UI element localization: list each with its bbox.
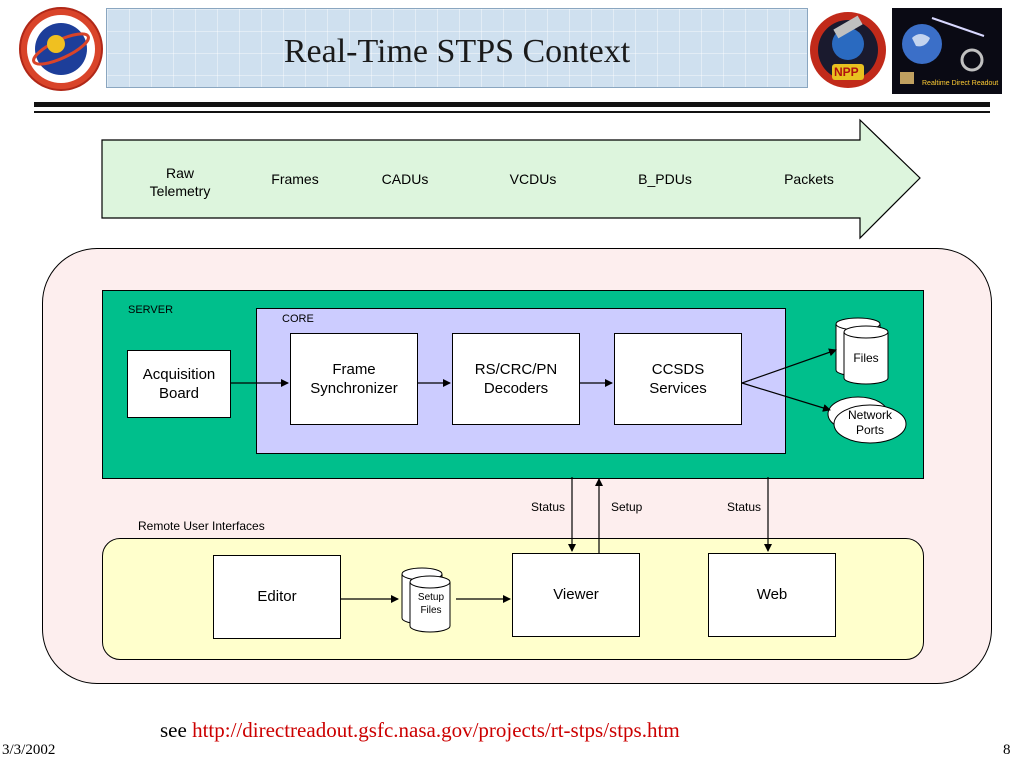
stage-cadus: CADUs [381, 171, 429, 187]
stage-b-pdus: B_PDUs [638, 171, 692, 187]
header-rule-thin [34, 111, 990, 113]
reference-note: see http://directreadout.gsfc.nasa.gov/p… [160, 718, 680, 743]
editor-box: Editor [213, 555, 341, 639]
stage-packets: Packets [784, 171, 834, 187]
status-left-label: Status [531, 500, 566, 514]
reference-prefix: see [160, 718, 187, 742]
remote-ui-label: Remote User Interfaces [138, 519, 265, 533]
setup-label: Setup [611, 500, 643, 514]
files-label: Files [853, 351, 879, 365]
server-label: SERVER [128, 304, 174, 316]
nasa-logo [14, 6, 108, 92]
acquisition-board-box: Acquisition Board [127, 350, 231, 418]
slide-number: 8 [1003, 742, 1011, 758]
stage-vcdus: VCDUs [509, 171, 557, 187]
frame-synchronizer-box: Frame Synchronizer [290, 333, 418, 425]
frame-synchronizer-label: Frame Synchronizer [310, 360, 398, 398]
ccsds-services-box: CCSDS Services [614, 333, 742, 425]
npp-logo: NPP [808, 4, 888, 96]
web-box: Web [708, 553, 836, 637]
header-rule-thick [34, 102, 990, 107]
network-ports-icon [827, 396, 907, 444]
files-database-icon [835, 317, 889, 385]
data-pipeline-arrow [101, 118, 921, 240]
setup-files-database-icon [401, 567, 451, 633]
reference-link[interactable]: http://directreadout.gsfc.nasa.gov/proje… [192, 718, 680, 742]
npp-logo-text: NPP [834, 65, 859, 79]
network-ports-label: Network Ports [847, 408, 892, 437]
decoders-label: RS/CRC/PN Decoders [474, 360, 558, 398]
viewer-label: Viewer [553, 586, 599, 603]
acquisition-board-label: Acquisition Board [142, 365, 216, 403]
decoders-box: RS/CRC/PN Decoders [452, 333, 580, 425]
title-banner: Real-Time STPS Context [106, 8, 808, 88]
core-label: CORE [282, 313, 314, 325]
web-label: Web [756, 586, 788, 603]
direct-readout-logo: Realtime Direct Readout [892, 8, 1002, 94]
editor-label: Editor [257, 588, 297, 606]
viewer-box: Viewer [512, 553, 640, 637]
stage-raw-telemetry: Raw Telemetry [149, 165, 211, 200]
status-right-label: Status [727, 500, 762, 514]
ccsds-services-label: CCSDS Services [649, 360, 707, 398]
setup-files-label: Setup Files [417, 592, 445, 616]
page-title: Real-Time STPS Context [283, 33, 631, 70]
slide-date: 3/3/2002 [2, 742, 56, 758]
direct-readout-text: Realtime Direct Readout [922, 80, 999, 87]
stage-frames: Frames [271, 171, 319, 187]
